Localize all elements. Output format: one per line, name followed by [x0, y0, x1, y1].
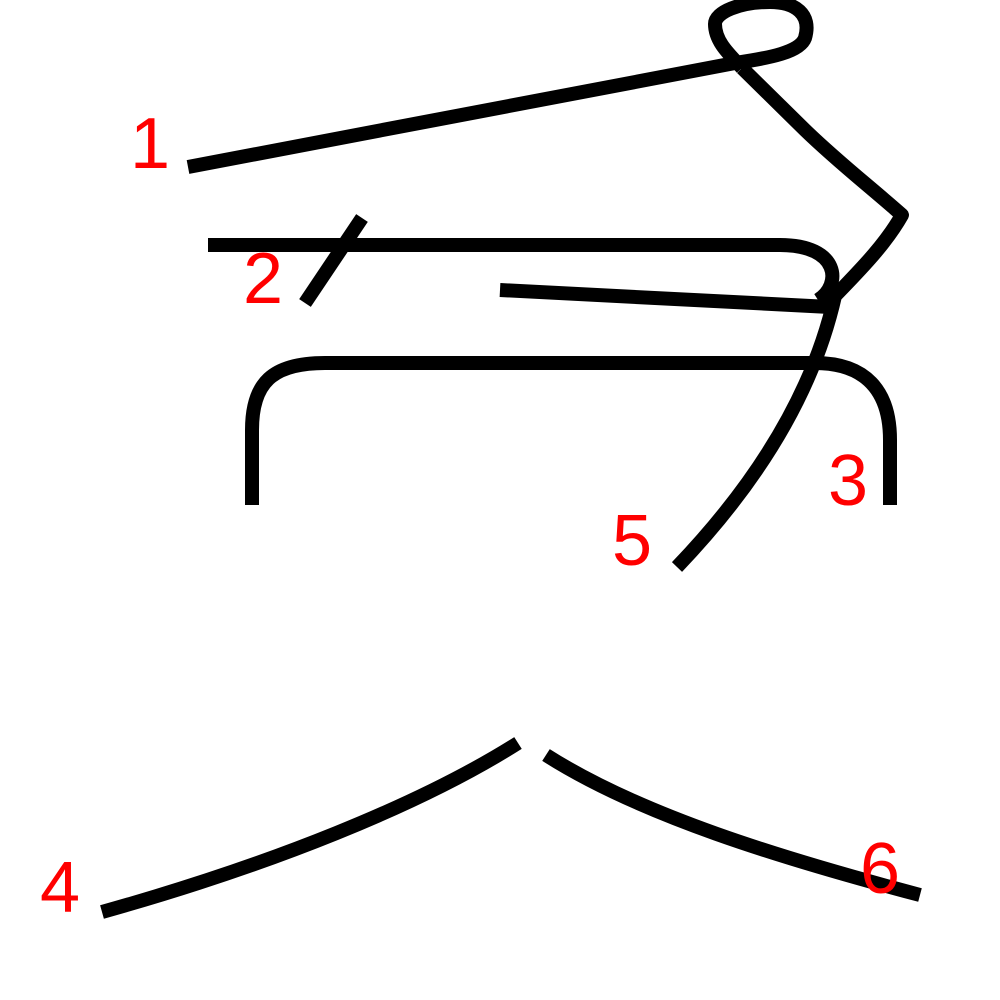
stroke-label-5: 5	[612, 501, 652, 581]
stroke-label-4: 4	[40, 848, 80, 928]
stroke-label-3: 3	[828, 441, 868, 521]
stroke-3-inner-path	[499, 283, 831, 314]
stroke-1-path	[186, 0, 814, 174]
stroke-2-path	[299, 214, 368, 307]
stroke-3-path	[208, 238, 840, 306]
stroke-label-1: 1	[130, 104, 170, 184]
stroke-5-path	[671, 63, 909, 572]
stroke-4-path	[100, 737, 522, 919]
stroke-label-6: 6	[860, 829, 900, 909]
stroke-3-frame-path	[245, 356, 897, 505]
stroke-6-path	[542, 749, 922, 902]
stroke-label-2: 2	[243, 239, 283, 319]
